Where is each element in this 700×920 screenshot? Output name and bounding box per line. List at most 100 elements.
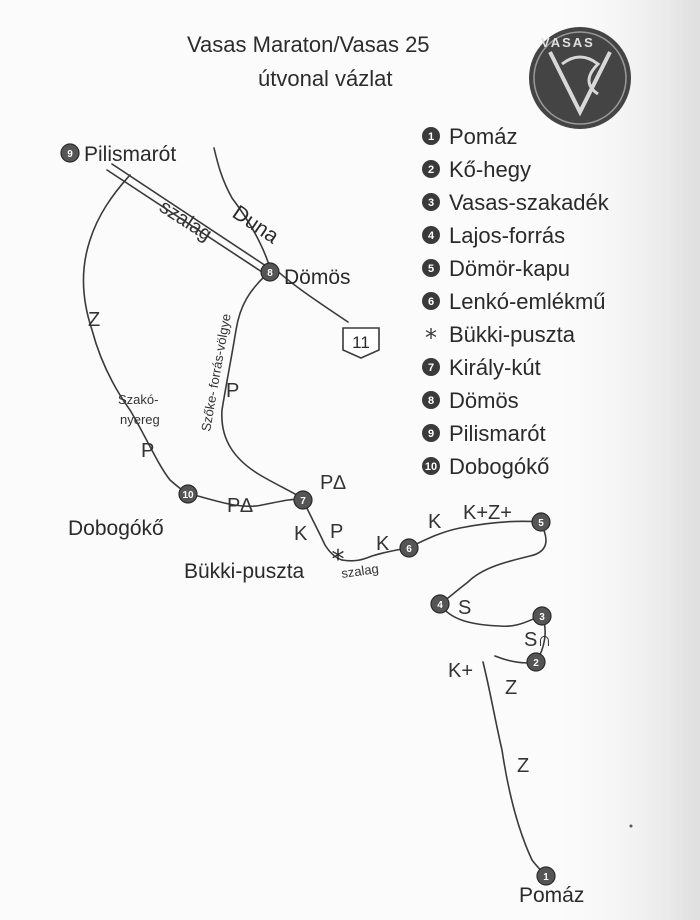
legend-marker: 10: [425, 461, 437, 473]
place-label-domos: Dömös: [284, 266, 351, 289]
river-label-duna: Duna: [228, 201, 283, 248]
trail-mark-p: P: [141, 440, 154, 462]
legend-marker: 8: [428, 395, 434, 407]
scan-speck: [629, 824, 633, 828]
trail-mark-k: K: [294, 523, 308, 545]
legend-marker: 7: [428, 362, 434, 374]
place-label-szako-1: Szakó-: [118, 392, 158, 407]
number-badge-icon: [422, 292, 440, 310]
legend-label: Pomáz: [449, 124, 517, 149]
legend-label: Pilismarót: [449, 421, 546, 446]
place-label-pomaz: Pomáz: [519, 884, 584, 907]
stop-number: 7: [300, 496, 306, 507]
legend-item: 10 Dobogókő: [422, 454, 549, 479]
star-icon: *: [332, 545, 345, 575]
legend-item: 9 Pilismarót: [422, 421, 546, 446]
trail-mark-szalag-small: szalag: [340, 561, 379, 581]
danube-river-line: [213, 147, 349, 323]
place-label-szako-2: nyereg: [120, 412, 160, 427]
legend: 1 Pomáz 2 Kő-hegy 3 Vasas-szakadék 4 Laj…: [422, 124, 610, 479]
legend-label: Dobogókő: [449, 454, 549, 479]
legend-marker: 6: [428, 296, 434, 308]
legend-label: Lajos-forrás: [449, 223, 565, 248]
number-badge-icon: [422, 259, 440, 277]
legend-item: 4 Lajos-forrás: [422, 223, 565, 248]
legend-item: 6 Lenkó-emlékmű: [422, 289, 606, 314]
number-badge-icon: [422, 160, 440, 178]
legend-label: Vasas-szakadék: [449, 190, 610, 215]
place-label-dobogoko: Dobogókő: [68, 517, 164, 540]
trail-mark-p-triangle: P∆: [320, 472, 346, 494]
title-line-2: útvonal vázlat: [258, 66, 393, 91]
trail-mark-k: K: [376, 533, 390, 555]
stop-number: 9: [67, 149, 73, 160]
stop-6-marker: 6: [399, 538, 419, 558]
stop-2-marker: 2: [526, 652, 546, 672]
road-11-shield: 11: [342, 327, 380, 359]
legend-label: Lenkó-emlékmű: [449, 289, 606, 314]
legend-item: 7 Király-kút: [422, 355, 541, 380]
number-badge-icon: [422, 358, 440, 376]
trail-mark-k-plus: K+: [448, 660, 473, 682]
stop-1-marker: 1: [536, 866, 556, 886]
trail-mark-s: S: [458, 597, 471, 619]
stop-5-marker: 5: [531, 512, 551, 532]
trail-line-p-valley: [221, 274, 304, 501]
stop-7-marker: 7: [293, 490, 313, 510]
number-badge-icon: [422, 424, 440, 442]
legend-label: Dömös: [449, 388, 519, 413]
logo-text: VASAS: [541, 35, 595, 50]
stop-number: 10: [182, 490, 194, 501]
stop-number: 1: [543, 872, 549, 883]
stop-number: 2: [533, 658, 539, 669]
number-badge-icon: [422, 226, 440, 244]
place-label-pilismarot: Pilismarót: [84, 143, 176, 166]
number-badge-icon: [422, 127, 440, 145]
legend-label: Bükki-puszta: [449, 322, 576, 347]
trail-line-connector: [439, 521, 547, 605]
stop-3-marker: 3: [532, 606, 552, 626]
trail-mark-k: K: [428, 511, 442, 533]
stop-number: 6: [406, 544, 412, 555]
trail-mark-p: P: [226, 380, 239, 402]
trail-mark-p-triangle: P∆: [227, 495, 253, 517]
trail-mark-s-omega: S∩: [524, 629, 552, 651]
legend-item: * Bükki-puszta: [425, 322, 576, 352]
legend-marker: 4: [428, 230, 435, 242]
trail-mark-z: Z: [517, 755, 529, 777]
legend-label: Király-kút: [449, 355, 541, 380]
vasas-logo: VASAS: [529, 27, 631, 129]
legend-label: Dömör-kapu: [449, 256, 570, 281]
stop-10-marker: 10: [178, 484, 198, 504]
stop-4-marker: 4: [430, 594, 450, 614]
road-line: [106, 169, 263, 273]
trail-line-kz-plus: [407, 520, 541, 549]
title-line-1: Vasas Maraton/Vasas 25: [187, 32, 430, 57]
stop-number: 8: [267, 268, 273, 279]
stop-star-marker: *: [332, 545, 345, 575]
legend-marker: 3: [428, 197, 434, 209]
legend-marker: 9: [428, 428, 434, 440]
trail-line-s: [439, 603, 543, 628]
number-badge-icon: [422, 193, 440, 211]
legend-item: 8 Dömös: [422, 388, 519, 413]
trail-mark-z: Z: [88, 309, 100, 331]
trail-mark-p: P: [330, 521, 343, 543]
legend-label: Kő-hegy: [449, 157, 531, 182]
legend-item: 5 Dömör-kapu: [422, 256, 570, 281]
stop-number: 5: [538, 518, 544, 529]
legend-item: 3 Vasas-szakadék: [422, 190, 610, 215]
trail-line-k: [302, 499, 343, 561]
trail-line-z-south: [482, 661, 547, 877]
stop-9-marker: 9: [60, 143, 80, 163]
road-number: 11: [352, 333, 370, 352]
legend-marker: 2: [428, 164, 434, 176]
legend-marker: 1: [428, 131, 434, 143]
legend-item: 2 Kő-hegy: [422, 157, 531, 182]
place-label-bukki-puszta: Bükki-puszta: [184, 560, 305, 583]
trail-line-z: [82, 174, 191, 495]
legend-marker: 5: [428, 263, 434, 275]
trail-line-k-szalag: [341, 547, 409, 562]
legend-item: 1 Pomáz: [422, 124, 517, 149]
